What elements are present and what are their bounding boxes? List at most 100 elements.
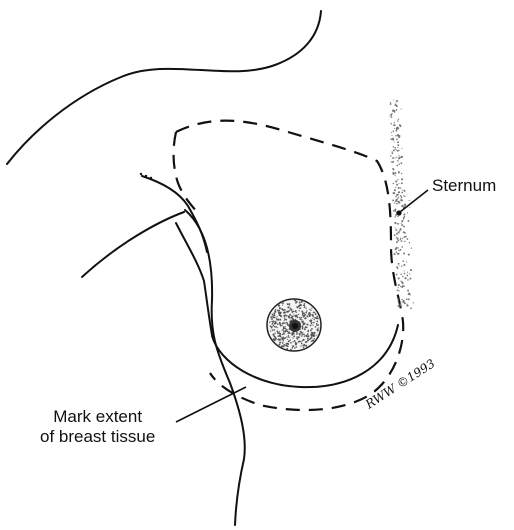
stipple-dot (413, 302, 414, 303)
areola-stipple-dot (316, 316, 318, 318)
stipple-dot (394, 234, 396, 236)
stipple-dot (406, 238, 408, 240)
stipple-dot (394, 147, 395, 148)
areola-stipple-dot (297, 307, 299, 309)
areola-stipple-dot (299, 318, 301, 320)
stipple-dot (391, 161, 393, 163)
stipple-dot (395, 130, 397, 132)
stipple-dot (396, 138, 398, 140)
areola-stipple-dot (302, 322, 304, 324)
stipple-dot (401, 192, 403, 194)
stipple-dot (397, 144, 399, 146)
areola-stipple-dot (279, 333, 281, 335)
areola-stipple-dot (276, 318, 277, 319)
areola-stipple-dot (311, 323, 312, 324)
areola-stipple-dot (282, 325, 283, 326)
mark-extent-label: Mark extent of breast tissue (40, 407, 155, 447)
stipple-dot (398, 171, 399, 172)
areola-stipple-dot (303, 345, 304, 346)
stipple-dot (401, 197, 402, 198)
stipple-dot (395, 187, 396, 188)
areola-stipple-dot (305, 307, 306, 308)
stipple-dot (403, 264, 405, 266)
stipple-dot (391, 115, 392, 116)
stipple-dot (396, 165, 398, 167)
stipple-dot (394, 202, 395, 203)
areola-stipple-dot (295, 342, 297, 344)
areola-stipple-dot (287, 304, 288, 305)
areola-stipple-dot (299, 334, 301, 336)
stipple-dot (407, 220, 409, 222)
areola-stipple-dot (306, 310, 307, 311)
areola-stipple-dot (280, 325, 281, 326)
stipple-dot (394, 253, 396, 255)
stipple-dot (408, 293, 410, 295)
areola-stipple-dot (296, 332, 297, 333)
stipple-dot (401, 148, 402, 149)
stipple-dot (398, 118, 399, 119)
areola-stipple-dot (316, 334, 317, 335)
areola-stipple-dot (270, 316, 272, 318)
stipple-dot (398, 191, 400, 193)
stipple-dot (399, 183, 400, 184)
stipple-dot (401, 220, 403, 222)
stipple-dot (409, 242, 410, 243)
stipple-dot (401, 305, 402, 306)
areola (267, 299, 321, 351)
stipple-dot (395, 200, 397, 202)
stipple-dot (391, 135, 392, 136)
areola-stipple-dot (302, 328, 304, 330)
areola-stipple-dot (275, 333, 276, 334)
stipple-dot (404, 302, 406, 304)
areola-stipple-dot (311, 328, 313, 330)
areola-stipple-dot (291, 315, 292, 316)
areola-stipple-dot (288, 311, 289, 312)
arm-line (82, 212, 184, 277)
areola-stipple-dot (279, 319, 281, 321)
areola-stipple-dot (307, 316, 309, 318)
stipple-dot (397, 240, 399, 242)
stipple-dot (401, 196, 402, 197)
areola-stipple-dot (284, 319, 285, 320)
stipple-dot (399, 157, 400, 158)
areola-stipple-dot (306, 341, 308, 343)
areola-stipple-dot (305, 345, 307, 347)
areola-stipple-dot (316, 317, 318, 319)
areola-stipple-dot (279, 344, 281, 346)
areola-stipple-dot (292, 345, 294, 347)
stipple-dot (392, 157, 394, 159)
areola-stipple-dot (306, 327, 308, 329)
stipple-dot (389, 116, 390, 117)
areola-stipple-dot (283, 332, 284, 333)
areola-stipple-dot (279, 308, 280, 309)
stipple-dot (403, 218, 404, 219)
areola-stipple-dot (305, 312, 307, 314)
areola-stipple-dot (301, 335, 302, 336)
areola-stipple-dot (299, 307, 301, 309)
stipple-dot (398, 194, 399, 195)
areola-stipple-dot (307, 331, 309, 333)
stipple-dot (407, 279, 409, 281)
areola-stipple-dot (301, 311, 303, 313)
stipple-dot (392, 199, 394, 201)
stipple-dot (400, 187, 401, 188)
areola-stipple-dot (270, 325, 272, 327)
areola-stipple-dot (282, 334, 283, 335)
areola-stipple-dot (272, 322, 274, 324)
areola-stipple-dot (305, 317, 307, 319)
stipple-dot (409, 200, 410, 201)
stipple-dot (397, 100, 399, 102)
areola-stipple-dot (275, 322, 277, 324)
areola-stipple-dot (304, 306, 306, 308)
stipple-dot (397, 247, 398, 248)
areola-stipple-dot (285, 326, 286, 327)
stipple-dot (397, 150, 398, 151)
stipple-dot (398, 263, 400, 265)
stipple-dot (392, 152, 394, 154)
stipple-dot (393, 150, 395, 152)
areola-stipple-dot (283, 331, 284, 332)
areola-stipple-dot (303, 339, 305, 341)
stipple-dot (397, 216, 398, 217)
areola-stipple-dot (315, 313, 317, 315)
stipple-dot (395, 157, 396, 158)
